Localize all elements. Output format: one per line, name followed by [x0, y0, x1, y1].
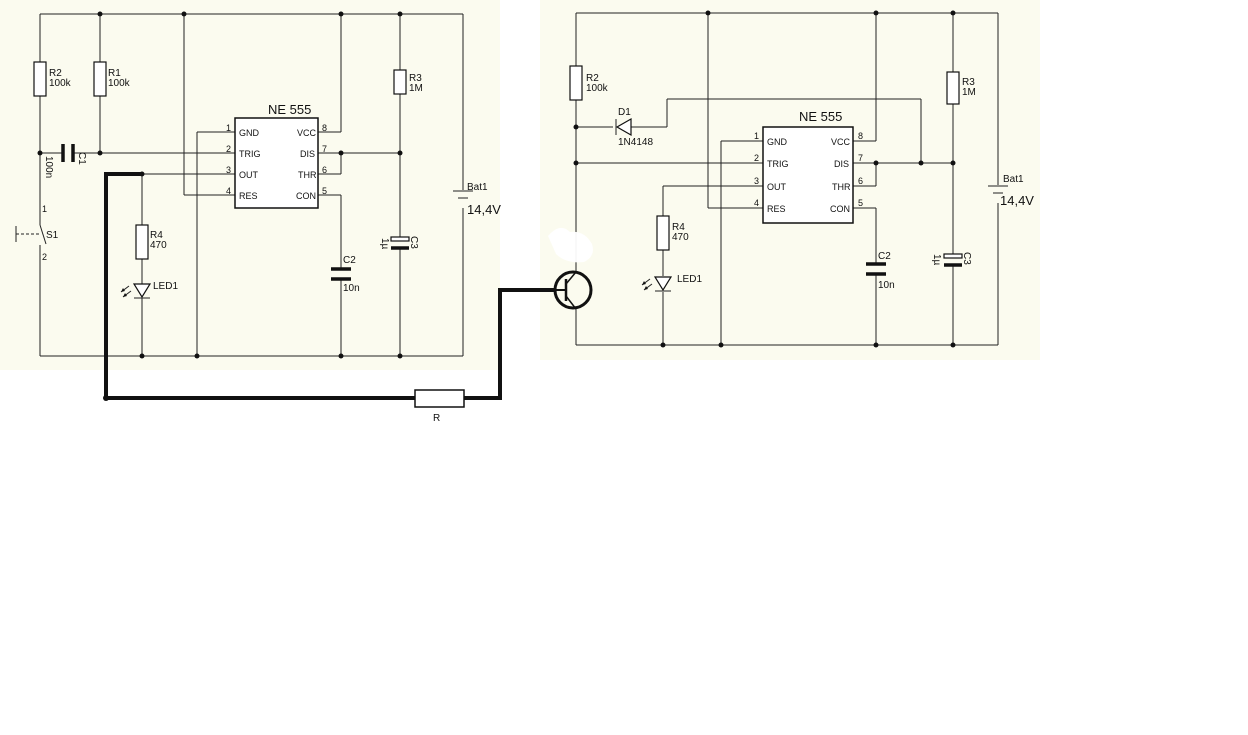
right-bat1-battery [988, 185, 1008, 194]
right-r3-ref: R3 [962, 77, 975, 88]
left-c1-ref: C1 [76, 152, 87, 165]
left-pin-name-dis: DIS [300, 149, 315, 159]
left-r2-resistor [33, 61, 47, 97]
right-c3-value: 1µ [931, 254, 942, 266]
link-wire [103, 172, 555, 401]
left-pin-name-gnd: GND [239, 128, 260, 138]
right-pin-name-res: RES [767, 204, 786, 214]
left-r2-ref: R2 [49, 68, 62, 79]
right-ic-title: NE 555 [799, 109, 842, 124]
right-pin-name-thr: THR [832, 182, 851, 192]
left-c1-value: 100n [43, 156, 54, 178]
left-r3-resistor [393, 69, 407, 95]
right-led1-ref: LED1 [677, 274, 702, 285]
right-bat1-voltage: 14,4V [1000, 193, 1034, 208]
left-r2-value: 100k [49, 78, 72, 89]
right-r3-resistor [946, 71, 960, 105]
right-pin-name-gnd: GND [767, 137, 788, 147]
right-r2-ref: R2 [586, 73, 599, 84]
right-pin-num-2: 2 [754, 153, 759, 163]
left-pin-num-1: 1 [226, 123, 231, 133]
right-c2-ref: C2 [878, 251, 891, 262]
left-ic-title: NE 555 [268, 102, 311, 117]
right-pin-num-7: 7 [858, 153, 863, 163]
left-c3-value: 1µ [379, 238, 390, 250]
left-r4-resistor [135, 224, 149, 260]
left-bat1-voltage: 14,4V [467, 202, 501, 217]
left-c3-ref: C3 [408, 236, 419, 249]
right-r4-ref: R4 [672, 222, 685, 233]
right-pin-num-8: 8 [858, 131, 863, 141]
right-r4-value: 470 [672, 232, 689, 243]
left-s1-pin2: 2 [42, 252, 47, 262]
right-pin-name-trig: TRIG [767, 159, 789, 169]
left-r1-resistor [93, 61, 107, 97]
right-d1-diode [615, 117, 632, 137]
right-c3-ref: C3 [961, 252, 972, 265]
left-pin-num-3: 3 [226, 165, 231, 175]
left-pin-name-trig: TRIG [239, 149, 261, 159]
right-pin-num-1: 1 [754, 131, 759, 141]
right-c2-value: 10n [878, 280, 895, 291]
left-led1-diode [120, 283, 152, 299]
right-c3-capacitor [943, 253, 963, 259]
right-pin-name-con: CON [830, 204, 850, 214]
left-bat1-battery [453, 190, 473, 199]
right-pin-num-3: 3 [754, 176, 759, 186]
left-circuit: NE 555 1 GND 2 TRIG 3 OUT 4 RES 8 VCC 7 … [15, 11, 501, 359]
left-s1-ref: S1 [46, 230, 59, 241]
left-pin-num-5: 5 [322, 186, 327, 196]
left-r3-value: 1M [409, 83, 423, 94]
left-ne555-chip [234, 117, 319, 209]
left-bat1-ref: Bat1 [467, 182, 488, 193]
left-led1-ref: LED1 [153, 281, 178, 292]
left-pin-name-thr: THR [298, 170, 317, 180]
left-s1-pin1: 1 [42, 204, 47, 214]
left-r3-ref: R3 [409, 73, 422, 84]
link-resistor-r [414, 389, 465, 408]
left-pin-num-2: 2 [226, 144, 231, 154]
left-r1-ref: R1 [108, 68, 121, 79]
left-pin-num-4: 4 [226, 186, 231, 196]
right-pin-name-out: OUT [767, 182, 787, 192]
right-r4-resistor [656, 215, 670, 251]
right-pin-num-4: 4 [754, 198, 759, 208]
right-r2-resistor [569, 65, 583, 101]
left-r4-value: 470 [150, 240, 167, 251]
right-pin-name-vcc: VCC [831, 137, 851, 147]
right-pin-num-6: 6 [858, 176, 863, 186]
left-pin-name-res: RES [239, 191, 258, 201]
right-d1-ref: D1 [618, 107, 631, 118]
left-pin-num-6: 6 [322, 165, 327, 175]
left-pin-name-vcc: VCC [297, 128, 317, 138]
left-pin-name-out: OUT [239, 170, 259, 180]
left-r4-ref: R4 [150, 230, 163, 241]
link-resistor-label: R [433, 413, 440, 424]
right-pin-name-dis: DIS [834, 159, 849, 169]
erased-area [548, 227, 593, 263]
left-s1-pushbutton [15, 224, 47, 245]
right-pin-num-5: 5 [858, 198, 863, 208]
right-r3-value: 1M [962, 87, 976, 98]
right-circuit: NE 555 1 GND 2 TRIG 3 OUT 4 RES 8 VCC 7 … [548, 10, 1034, 348]
left-pin-name-con: CON [296, 191, 316, 201]
left-pin-num-7: 7 [322, 144, 327, 154]
right-bat1-ref: Bat1 [1003, 174, 1024, 185]
left-c3-capacitor [390, 236, 410, 242]
left-c2-ref: C2 [343, 255, 356, 266]
right-led1-diode [641, 276, 673, 292]
left-pin-num-8: 8 [322, 123, 327, 133]
right-ne555-chip [762, 126, 854, 224]
right-r2-value: 100k [586, 83, 609, 94]
right-d1-value: 1N4148 [618, 137, 653, 148]
left-c2-value: 10n [343, 283, 360, 294]
left-r1-value: 100k [108, 78, 131, 89]
